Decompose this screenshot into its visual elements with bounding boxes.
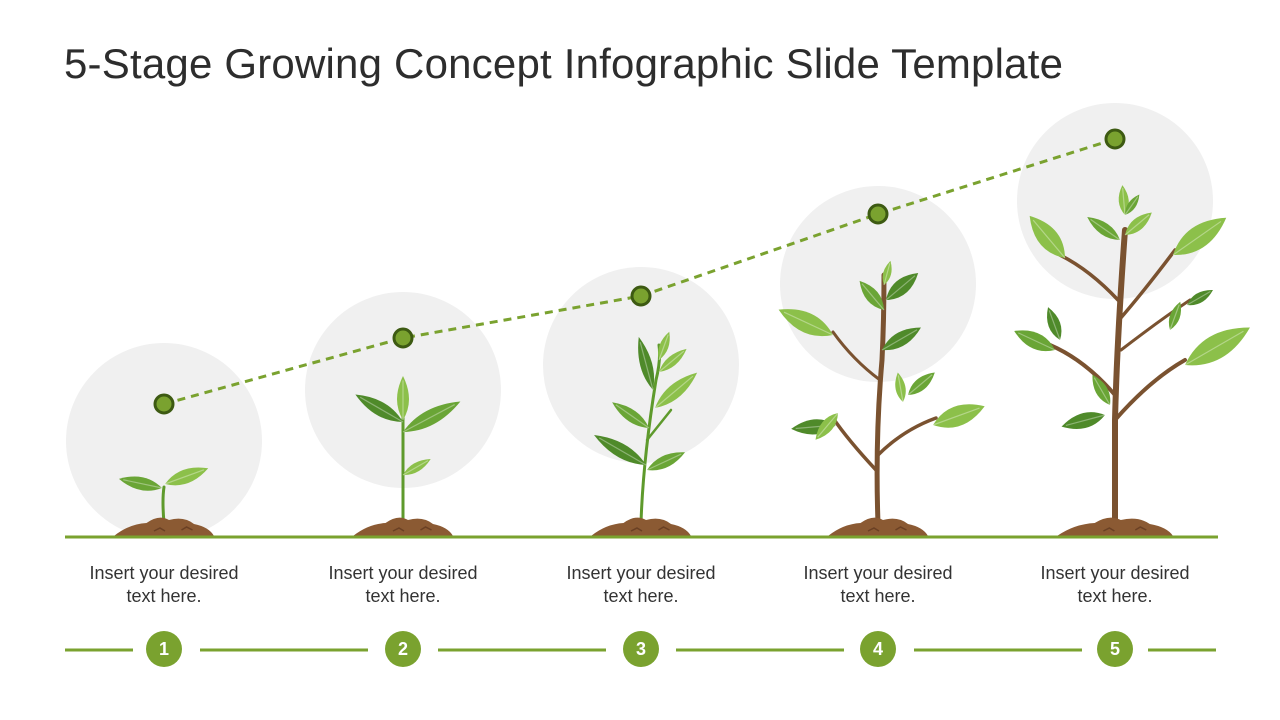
stage-number-badge: 4 bbox=[860, 631, 896, 667]
caption-line: Insert your desired bbox=[803, 563, 953, 583]
soil-mound bbox=[1057, 517, 1173, 536]
leaf bbox=[1185, 327, 1250, 366]
soil-mound bbox=[828, 517, 928, 536]
stage-number-badge: 1 bbox=[146, 631, 182, 667]
stem bbox=[831, 416, 878, 472]
stem bbox=[161, 485, 166, 525]
plant-stage-4 bbox=[778, 260, 985, 536]
leaf bbox=[397, 376, 409, 420]
stage-circle bbox=[66, 343, 262, 539]
stem bbox=[645, 408, 673, 442]
stage-marker bbox=[1104, 128, 1126, 150]
leaf bbox=[778, 309, 833, 337]
stage-marker bbox=[392, 327, 414, 349]
stage-marker bbox=[630, 285, 652, 307]
leaf bbox=[647, 452, 686, 471]
leaf bbox=[594, 435, 646, 465]
leaf bbox=[118, 476, 162, 491]
leaf bbox=[658, 331, 670, 360]
leaf bbox=[1125, 212, 1152, 235]
stem bbox=[874, 272, 887, 526]
leaf bbox=[815, 413, 838, 440]
caption-line: Insert your desired bbox=[1040, 563, 1190, 583]
caption-line: text here. bbox=[365, 586, 441, 606]
stage-circle bbox=[1017, 103, 1213, 299]
plant-stage-2 bbox=[353, 376, 461, 536]
soil-mound bbox=[353, 517, 453, 536]
stage-caption: Insert your desired text here. bbox=[64, 562, 264, 608]
soil-mound bbox=[591, 517, 691, 536]
caption-line: text here. bbox=[840, 586, 916, 606]
leaf bbox=[882, 260, 892, 285]
leaf bbox=[1173, 217, 1227, 256]
stage-number-badge: 2 bbox=[385, 631, 421, 667]
plant-stage-5 bbox=[1014, 185, 1250, 536]
leaf bbox=[895, 372, 906, 402]
stem bbox=[1112, 227, 1128, 526]
stem bbox=[1113, 358, 1187, 422]
stem bbox=[876, 416, 938, 457]
stem bbox=[1048, 343, 1117, 397]
leaf bbox=[355, 394, 403, 422]
leaf bbox=[403, 401, 461, 432]
leaf bbox=[612, 402, 649, 428]
caption-line: Insert your desired bbox=[328, 563, 478, 583]
caption-line: text here. bbox=[603, 586, 679, 606]
caption-line: Insert your desired bbox=[89, 563, 239, 583]
leaf bbox=[1092, 374, 1111, 405]
stage-number-badge: 3 bbox=[623, 631, 659, 667]
stem bbox=[1058, 253, 1120, 302]
leaf bbox=[859, 280, 884, 310]
stage-caption: Insert your desired text here. bbox=[541, 562, 741, 608]
soil-mound bbox=[114, 517, 214, 536]
leaf bbox=[1047, 307, 1062, 340]
stage-caption: Insert your desired text here. bbox=[1015, 562, 1215, 608]
stem bbox=[1117, 248, 1177, 322]
stem bbox=[831, 330, 882, 382]
leaf bbox=[165, 467, 209, 486]
leaf bbox=[1124, 194, 1140, 215]
slide-title: 5-Stage Growing Concept Infographic Slid… bbox=[64, 40, 1064, 87]
leaf bbox=[403, 459, 431, 476]
stage-marker bbox=[867, 203, 889, 225]
plant-stage-3 bbox=[591, 331, 698, 536]
caption-line: Insert your desired bbox=[566, 563, 716, 583]
leaf bbox=[1087, 217, 1120, 240]
leaf bbox=[1061, 412, 1105, 429]
leaf bbox=[638, 336, 655, 390]
stage-number-badge: 5 bbox=[1097, 631, 1133, 667]
stage-caption: Insert your desired text here. bbox=[778, 562, 978, 608]
stage-marker bbox=[153, 393, 175, 415]
leaf bbox=[1029, 215, 1065, 258]
leaf bbox=[933, 404, 985, 428]
leaf bbox=[1187, 289, 1213, 306]
leaf bbox=[659, 348, 687, 372]
plant-stage-1 bbox=[114, 467, 214, 536]
stage-caption: Insert your desired text here. bbox=[303, 562, 503, 608]
caption-line: text here. bbox=[1077, 586, 1153, 606]
leaf bbox=[1168, 301, 1182, 330]
stem bbox=[1119, 298, 1192, 352]
leaf bbox=[886, 273, 919, 300]
caption-line: text here. bbox=[126, 586, 202, 606]
leaf bbox=[908, 372, 935, 395]
leaf bbox=[1014, 330, 1055, 352]
leaf bbox=[655, 372, 698, 408]
leaf bbox=[882, 327, 921, 351]
